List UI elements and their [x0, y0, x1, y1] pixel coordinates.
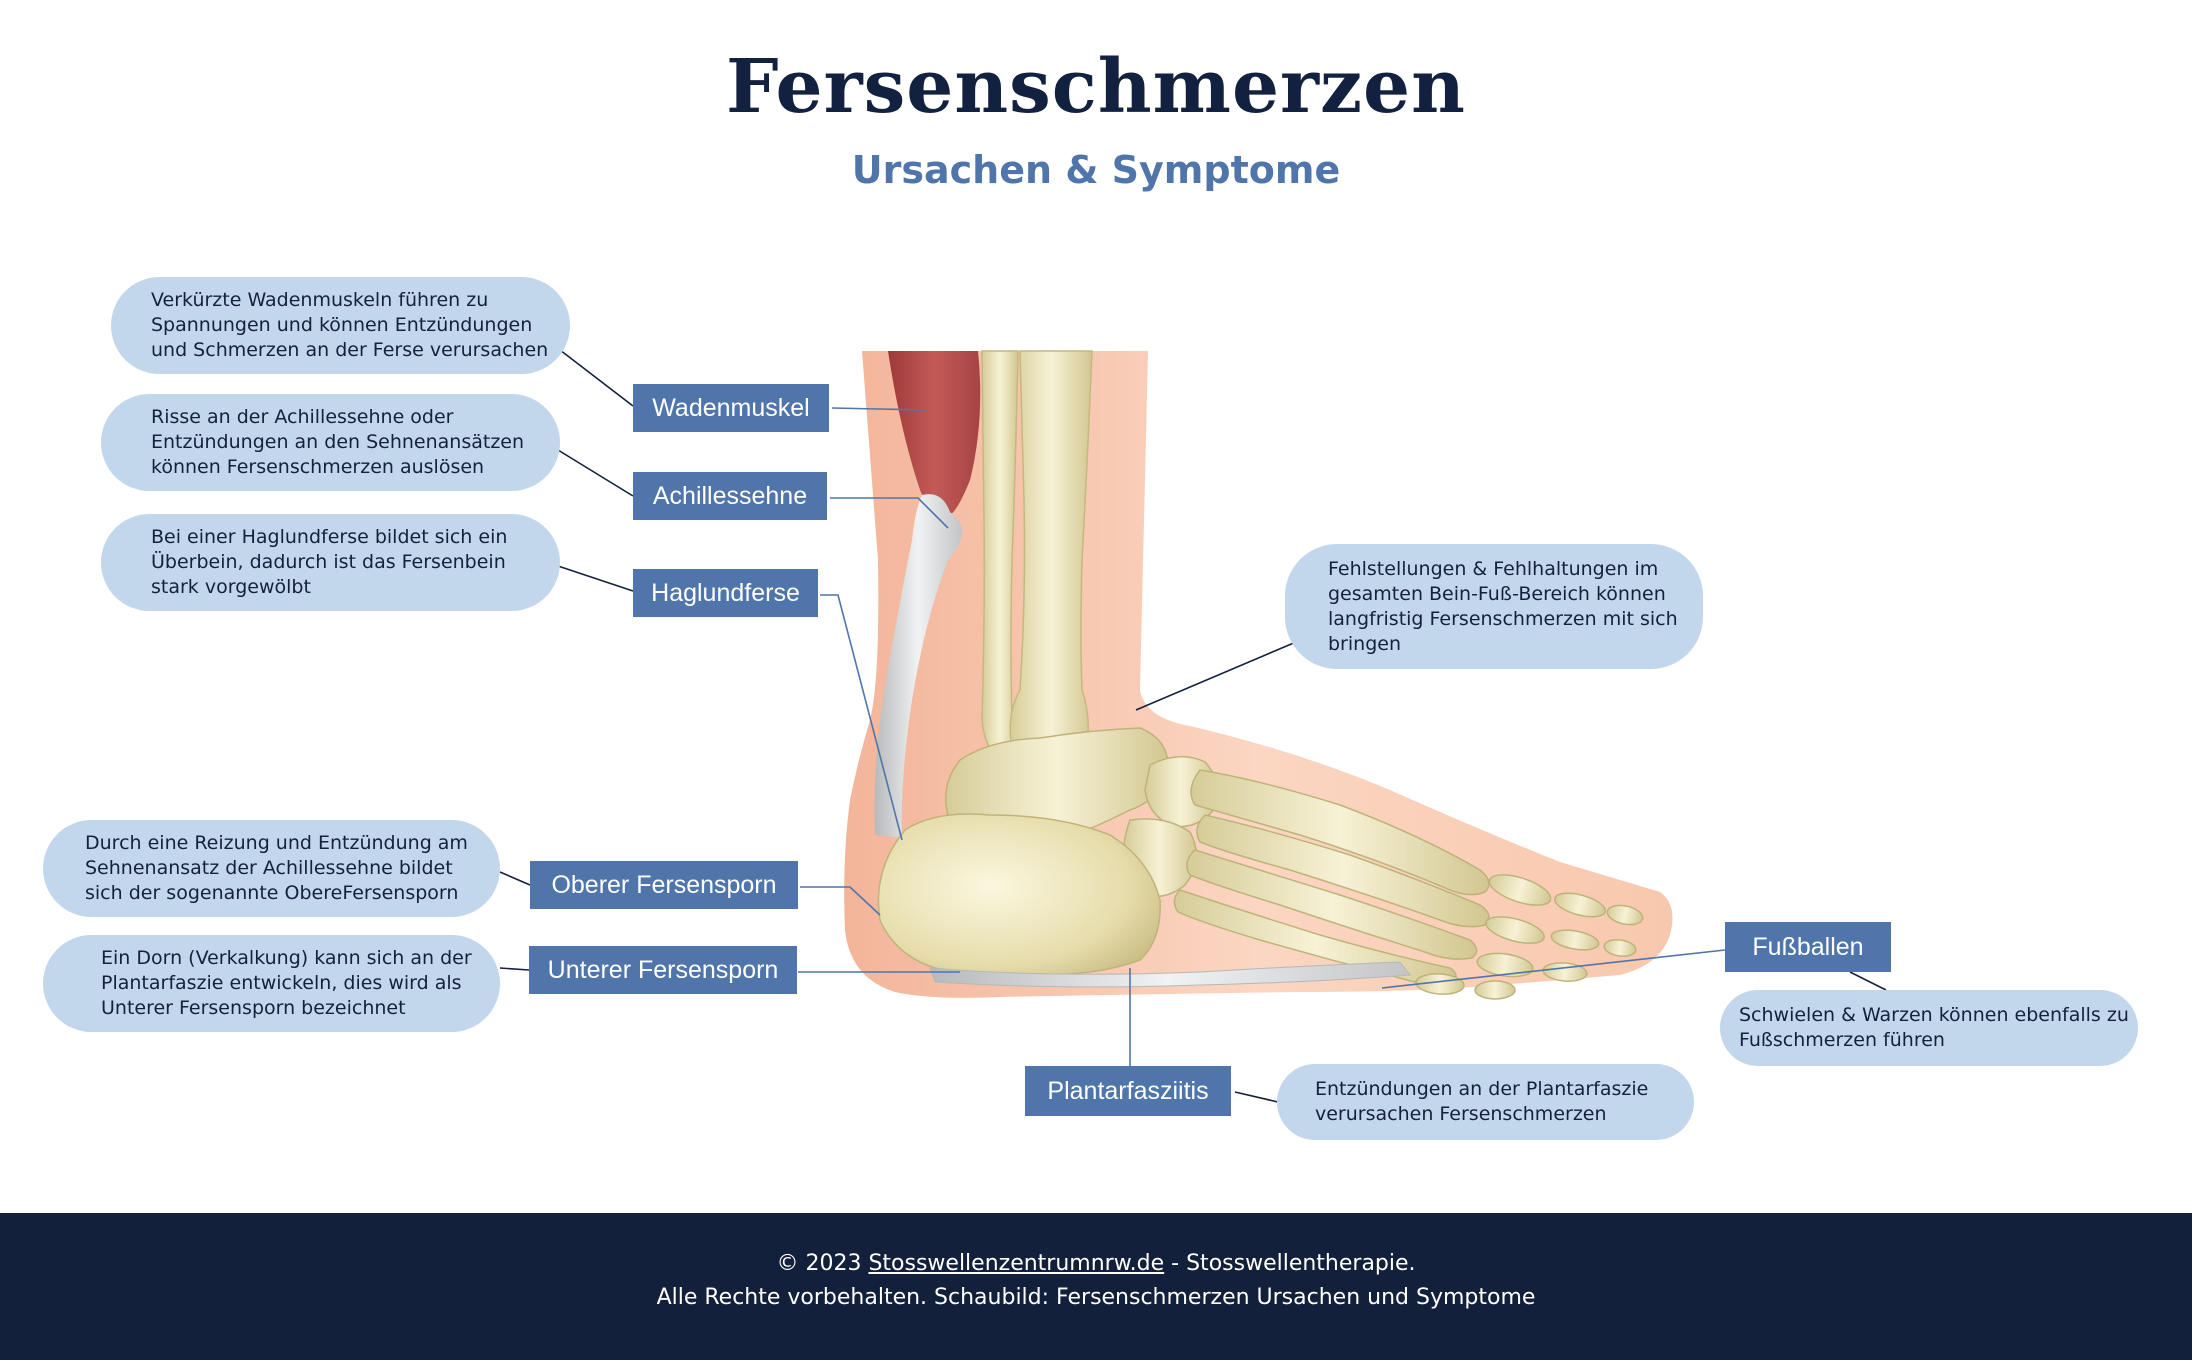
- label-achillessehne: Achillessehne: [633, 472, 827, 520]
- page-title: Fersenschmerzen: [726, 44, 1466, 130]
- footer-site-suffix: - Stosswellentherapie.: [1164, 1251, 1416, 1276]
- bubble-connectors: [499, 349, 1887, 1103]
- plantar-fascia: [929, 961, 1411, 988]
- label-fussballen: Fußballen: [1725, 922, 1891, 972]
- footer-line-1: © 2023 Stosswellenzentrumnrw.de - Stossw…: [0, 1251, 2192, 1276]
- toe-bones: [1415, 874, 1644, 1000]
- calcaneus-bone: [877, 813, 1161, 977]
- page-subtitle: Ursachen & Symptome: [851, 148, 1341, 192]
- label-oberer-fersensporn: Oberer Fersensporn: [530, 861, 798, 909]
- foot-anatomy-diagram: [499, 349, 1887, 1103]
- metatarsal-bones: [1173, 769, 1490, 986]
- footer-copyright: © 2023: [776, 1251, 862, 1276]
- calf-muscle: [888, 351, 981, 515]
- label-wadenmuskel: Wadenmuskel: [633, 384, 829, 432]
- bubble-oberer-fersensporn: Durch eine Reizung und Entzündung am Seh…: [43, 820, 500, 917]
- achilles-tendon: [874, 494, 963, 838]
- label-haglundferse: Haglundferse: [633, 569, 818, 617]
- bubble-achillessehne: Risse an der Achillessehne oder Entzündu…: [101, 394, 560, 491]
- bubble-unterer-fersensporn: Ein Dorn (Verkalkung) kann sich an der P…: [43, 935, 500, 1032]
- footer-line-2: Alle Rechte vorbehalten. Schaubild: Fers…: [656, 1285, 1536, 1310]
- bubble-haglundferse: Bei einer Haglundferse bildet sich ein Ü…: [101, 514, 560, 611]
- leader-lines: [798, 407, 1726, 1070]
- bubble-fussballen: Schwielen & Warzen können ebenfalls zu F…: [1720, 990, 2138, 1066]
- footer: © 2023 Stosswellenzentrumnrw.de - Stossw…: [0, 1213, 2192, 1360]
- bubble-plantarfasziitis: Entzündungen an der Plantarfaszie verurs…: [1277, 1064, 1694, 1140]
- label-unterer-fersensporn: Unterer Fersensporn: [529, 946, 797, 994]
- bubble-wadenmuskel: Verkürzte Wadenmuskeln führen zu Spannun…: [111, 277, 570, 374]
- footer-site-link[interactable]: Stosswellenzentrumnrw.de: [868, 1251, 1165, 1276]
- bubble-fehlstellungen: Fehlstellungen & Fehlhaltungen im gesamt…: [1285, 544, 1703, 669]
- label-plantarfasziitis: Plantarfasziitis: [1025, 1066, 1231, 1116]
